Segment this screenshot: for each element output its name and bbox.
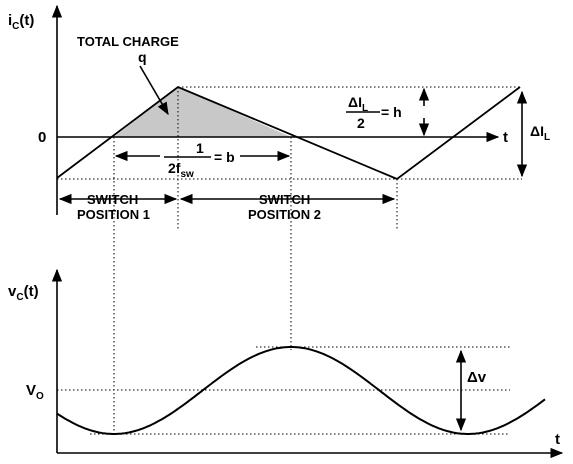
h-equals: = h (381, 104, 402, 120)
b-equals: = b (214, 149, 235, 165)
switch2-line1: SWITCH (259, 192, 310, 207)
total-charge-symbol: q (138, 49, 147, 65)
b-denominator: 2fsw (168, 160, 194, 180)
total-charge-leader (139, 65, 169, 116)
switch1-line2: POSITION 1 (77, 207, 150, 222)
zero-label: 0 (38, 129, 46, 146)
total-charge-title: TOTAL CHARGE (77, 34, 179, 49)
h-denominator: 2 (357, 115, 365, 131)
delta-v-label: Δv (467, 369, 487, 386)
switch1-line1: SWITCH (87, 192, 138, 207)
capacitor-voltage-waveform (56, 346, 546, 435)
h-numerator: ΔIL (348, 94, 368, 114)
delta-il-label: ΔIL (530, 123, 550, 143)
inductor-current-waveform (56, 85, 521, 181)
vc-axis-label: vC(t) (8, 283, 39, 303)
ic-x-axis-label: t (503, 129, 508, 146)
b-numerator: 1 (196, 140, 204, 156)
ic-axis-label: iC(t) (8, 12, 34, 32)
total-charge-shaded-area (114, 87, 291, 137)
vc-x-axis-label: t (555, 431, 560, 448)
switch2-line2: POSITION 2 (248, 207, 321, 222)
vo-label: VO (26, 382, 44, 402)
